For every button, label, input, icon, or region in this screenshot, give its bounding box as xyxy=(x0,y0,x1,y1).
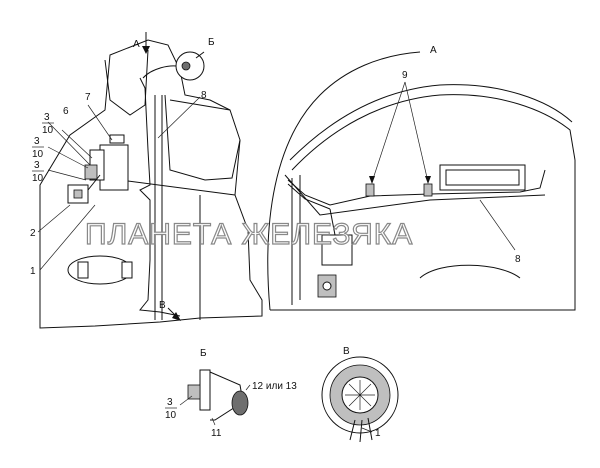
label-v-arrow: В xyxy=(159,300,166,311)
arrow-a-head xyxy=(142,46,150,54)
roof-contour xyxy=(291,94,576,171)
arrow-v-head xyxy=(172,312,181,321)
view-a-device xyxy=(321,234,353,266)
box-2-inner xyxy=(73,189,83,199)
roof-light-lens xyxy=(445,169,520,186)
backrest-contour xyxy=(164,94,241,181)
leader-frac-low xyxy=(47,121,91,166)
view-a-bottom-edge xyxy=(270,160,576,311)
fraction-left-mid-num: 3 xyxy=(34,160,40,171)
view-v-leader-1 xyxy=(361,427,373,433)
fraction-left-low: 3 10 xyxy=(42,112,54,136)
roof-inner-edge xyxy=(284,174,546,216)
roof-harness xyxy=(287,169,546,206)
leader-frac-top xyxy=(47,146,89,169)
callout-8-left: 8 xyxy=(201,90,207,101)
backrest-top-line xyxy=(169,99,231,111)
fraction-left-low-den: 10 xyxy=(42,125,54,136)
label-view-v-title: В xyxy=(343,346,350,357)
fraction-left-mid: 3 10 xyxy=(32,160,44,184)
plug-right xyxy=(121,261,133,279)
fraction-left-top-den: 10 xyxy=(32,149,44,160)
leader-2 xyxy=(37,204,71,233)
leader-9-right-head xyxy=(425,176,431,184)
view-b-lamp xyxy=(231,390,249,416)
leader-7 xyxy=(87,104,113,141)
view-a-left-arc xyxy=(267,51,421,311)
left-cab-view xyxy=(37,32,263,329)
fraction-view-b: 3 10 xyxy=(165,397,177,421)
view-v xyxy=(321,356,399,443)
fraction-b-num: 3 xyxy=(167,397,173,408)
arrow-b-stem xyxy=(195,51,205,59)
lamp-b-core xyxy=(181,61,191,71)
view-b-leader-12 xyxy=(245,384,251,391)
wire-harness-main xyxy=(139,77,181,317)
view-a-lower-arc xyxy=(419,264,521,279)
fraction-left-top: 3 10 xyxy=(32,136,44,160)
leader-1-left xyxy=(39,204,96,271)
callout-12-13: 12 или 13 xyxy=(252,381,297,392)
callout-7: 7 xyxy=(85,92,91,103)
callout-1-left: 1 xyxy=(30,266,36,277)
callout-2: 2 xyxy=(30,228,36,239)
clip-9-right xyxy=(423,183,433,197)
clip-9-left xyxy=(365,183,375,197)
callout-6: 6 xyxy=(63,106,69,117)
view-b-leader-11 xyxy=(211,417,216,426)
label-view-a-title: А xyxy=(430,45,437,56)
callout-8-right: 8 xyxy=(515,254,521,265)
leader-6 xyxy=(61,129,93,159)
view-b-bracket xyxy=(199,369,211,411)
label-view-a-arrow: А xyxy=(133,39,140,50)
fraction-b-den: 10 xyxy=(165,410,177,421)
callout-1-v: 1 xyxy=(375,428,381,439)
roof-contour-outer xyxy=(289,84,573,161)
leader-frac-mid xyxy=(47,169,87,181)
fraction-left-low-num: 3 xyxy=(44,112,50,123)
leader-8-right xyxy=(479,199,516,251)
label-view-b-title: Б xyxy=(200,348,207,359)
upper-pillar xyxy=(104,49,149,116)
label-b-top: Б xyxy=(208,37,215,48)
view-a-bracket-hole xyxy=(322,281,332,291)
fraction-left-mid-den: 10 xyxy=(32,173,44,184)
box-7-cap xyxy=(109,134,125,144)
plug-left xyxy=(77,261,89,279)
wire-2-to-7 xyxy=(87,174,101,191)
leader-9-left-head xyxy=(369,176,375,184)
view-v-wires xyxy=(349,417,373,443)
watermark: ПЛАНЕТА ЖЕЛЕЗЯКА xyxy=(85,218,413,251)
callout-11: 11 xyxy=(211,428,222,439)
leader-9-left xyxy=(371,81,406,183)
roof-harness-b xyxy=(287,183,331,210)
view-b-connector xyxy=(187,384,201,400)
view-a xyxy=(267,51,576,311)
view-b xyxy=(179,369,251,426)
leader-9-right xyxy=(404,81,429,183)
harness-to-device xyxy=(329,208,336,236)
callout-9: 9 xyxy=(402,70,408,81)
connector-3-upper xyxy=(84,164,98,180)
dashboard-line xyxy=(119,179,236,196)
fraction-left-top-num: 3 xyxy=(34,136,40,147)
leader-8-left xyxy=(157,96,201,139)
view-b-leader-frac xyxy=(179,395,193,406)
view-v-hatch xyxy=(345,380,375,410)
